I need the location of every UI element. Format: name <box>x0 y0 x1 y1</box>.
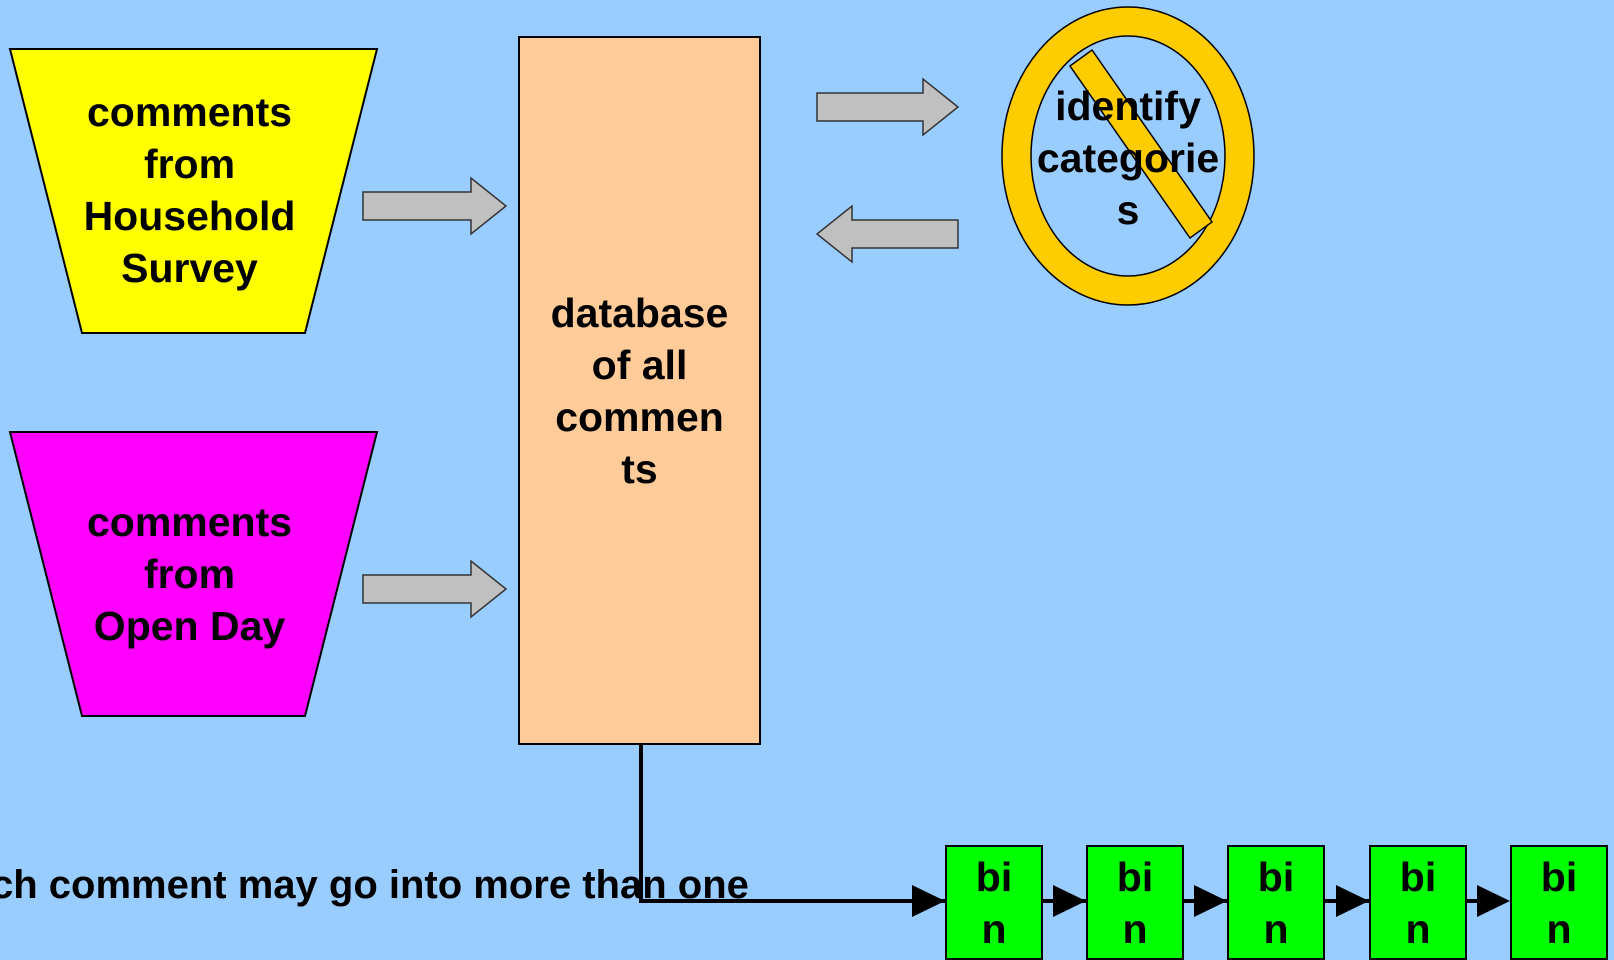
bin-1: bi n <box>945 845 1043 960</box>
connector-line <box>639 744 945 903</box>
bin-label-bottom: n <box>1263 906 1289 952</box>
database-line-2: of all <box>591 342 688 388</box>
note-text: ch comment may go into more than one <box>0 863 749 907</box>
bin-5: bi n <box>1510 845 1608 960</box>
household-survey-shape <box>8 48 379 334</box>
arrowhead-to-bin-3 <box>1194 885 1227 917</box>
arrow-openday-to-database <box>362 559 508 619</box>
identify-categories-label: identify categorie s <box>1008 80 1248 236</box>
household-line-3: Household <box>83 193 296 239</box>
bin-label-top: bi <box>1540 854 1578 900</box>
arrowhead-to-bin-5 <box>1477 885 1510 917</box>
bin-label-top: bi <box>1116 854 1154 900</box>
bin-4: bi n <box>1369 845 1467 960</box>
open-day-line-2: from <box>143 551 236 597</box>
bin-label-bottom: n <box>1122 906 1148 952</box>
bin-2: bi n <box>1086 845 1184 960</box>
database-label: database of all commen ts <box>519 286 760 496</box>
household-line-4: Survey <box>121 245 258 291</box>
database-line-3: commen <box>555 394 724 440</box>
bin-label-bottom: n <box>1546 906 1572 952</box>
open-day-label: comments from Open Day <box>62 494 317 654</box>
household-line-2: from <box>143 141 236 187</box>
arrowhead-to-bin-4 <box>1336 885 1369 917</box>
bin-label-bottom: n <box>981 906 1007 952</box>
arrow-database-to-identify <box>816 77 960 137</box>
bin-label-top: bi <box>975 854 1013 900</box>
bin-label-bottom: n <box>1405 906 1431 952</box>
household-survey-label: comments from Household Survey <box>62 85 317 295</box>
open-day-line-1: comments <box>86 499 293 545</box>
arrowhead-to-bin-1 <box>912 885 945 917</box>
open-day-shape <box>8 431 379 717</box>
database-line-4: ts <box>621 446 658 492</box>
bin-3: bi n <box>1227 845 1325 960</box>
open-day-line-3: Open Day <box>93 603 286 649</box>
arrowhead-to-bin-2 <box>1053 885 1086 917</box>
arrow-identify-to-database <box>815 204 959 264</box>
arrow-household-to-database <box>362 176 508 236</box>
database-line-1: database <box>550 290 729 336</box>
identify-line-2: categorie <box>1036 135 1220 181</box>
bin-label-top: bi <box>1257 854 1295 900</box>
identify-line-3: s <box>1116 187 1140 233</box>
prohibited-sign-icon <box>1001 6 1255 306</box>
household-line-1: comments <box>86 89 293 135</box>
database-box <box>518 36 761 745</box>
identify-line-1: identify <box>1055 83 1201 129</box>
bin-label-top: bi <box>1399 854 1437 900</box>
